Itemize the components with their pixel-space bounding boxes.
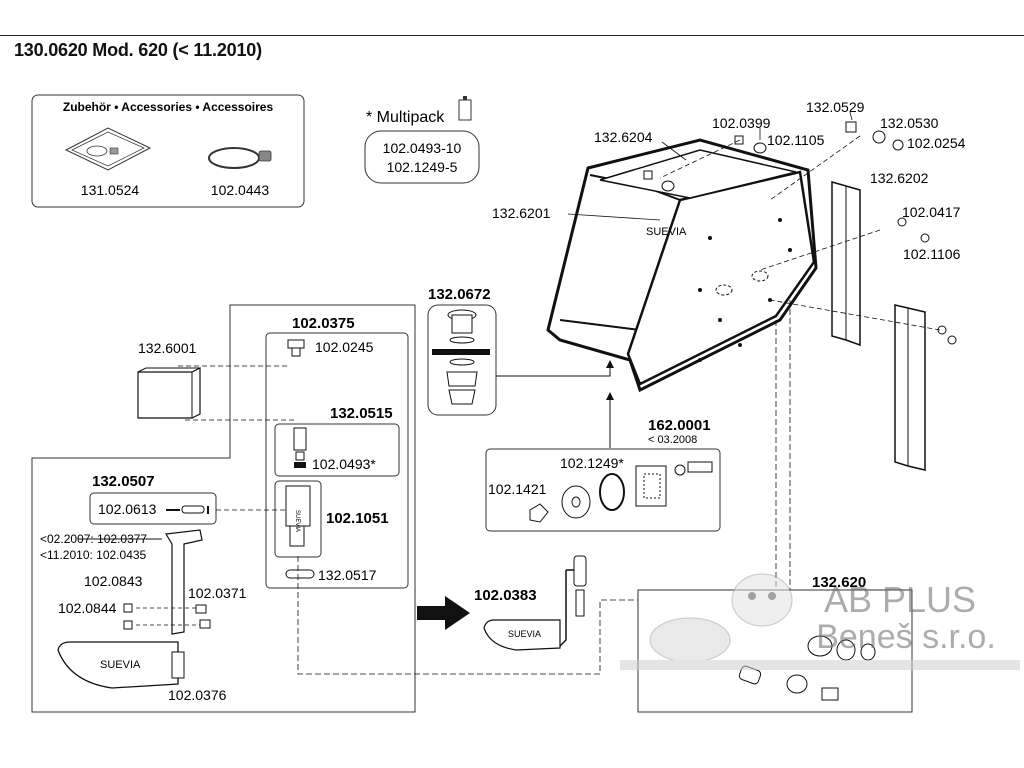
page-title: 130.0620 Mod. 620 (< 11.2010) — [14, 40, 262, 60]
assembly-frame — [31, 304, 416, 713]
label-102-0383: 102.0383 — [474, 587, 537, 604]
header-rule — [0, 35, 1024, 36]
label-102-1421: 102.1421 — [488, 481, 547, 497]
cable-ring-icon — [208, 147, 272, 169]
accessories-heading: Zubehör • Accessories • Accessoires — [63, 100, 274, 114]
watermark-line-2: Beneš s.r.o. — [816, 618, 996, 656]
package-icon — [458, 96, 472, 121]
label-132-0672: 132.0672 — [428, 286, 491, 303]
label-102-0245: 102.0245 — [315, 339, 374, 355]
bolts-top — [643, 121, 957, 345]
multipack-label: * Multipack — [366, 109, 445, 126]
housing-drawing: SUEVIA — [546, 138, 818, 393]
tap-brand: SUEVIA — [294, 510, 300, 532]
leaders-bottom — [297, 300, 791, 675]
label-132-6001: 132.6001 — [138, 340, 197, 356]
leaders-top — [567, 111, 941, 331]
label-132-0517: 132.0517 — [318, 567, 377, 583]
multipack-line-1: 102.0493-10 — [383, 140, 462, 156]
tray-brand: SUEVIA — [100, 659, 141, 671]
tray-alt-brand: SUEVIA — [508, 629, 541, 639]
label-162-0001: 162.0001 — [648, 417, 711, 434]
watermark-logo: AB PLUS Beneš s.r.o. — [620, 573, 1020, 670]
valve-stem-icon — [293, 427, 307, 468]
label-132-6202: 132.6202 — [870, 170, 929, 186]
label-132-0507: 132.0507 — [92, 473, 155, 490]
label-132-0530: 132.0530 — [880, 115, 939, 131]
label-variant-2: <11.2010: 102.0435 — [40, 548, 147, 562]
lever-icon — [165, 529, 203, 635]
tray-alt-icon: SUEVIA — [483, 555, 587, 651]
filter-parts-icon — [529, 461, 713, 523]
accessories-box: Zubehör • Accessories • Accessoires 131.… — [31, 94, 305, 208]
valve-assembly-box — [427, 304, 497, 416]
watermark-line-1: AB PLUS — [824, 579, 976, 620]
cap-icon — [287, 339, 305, 357]
tap-body-icon: SUEVIA — [285, 485, 311, 547]
mounting-plate-icon — [64, 127, 152, 171]
label-102-0843: 102.0843 — [84, 573, 143, 589]
accessory-label-1: 131.0524 — [81, 182, 140, 198]
tap-assembly-box — [265, 332, 409, 589]
label-102-0417: 102.0417 — [902, 204, 961, 220]
multipack-line-2: 102.1249-5 — [387, 159, 458, 175]
label-102-1051: 102.1051 — [326, 510, 389, 527]
drip-tray-icon: SUEVIA — [57, 641, 185, 689]
arrow-icon — [417, 596, 470, 630]
label-102-1105: 102.1105 — [767, 132, 825, 148]
label-132-620x: 132.620 — [812, 574, 866, 591]
housing-brand: SUEVIA — [646, 226, 687, 238]
filter-assembly-box — [485, 448, 721, 532]
label-102-0844: 102.0844 — [58, 600, 117, 616]
side-rails — [831, 181, 926, 471]
label-102-0613: 102.0613 — [98, 501, 157, 517]
label-102-0254: 102.0254 — [907, 135, 966, 151]
label-132-0515: 132.0515 — [330, 405, 393, 422]
label-102-0376: 102.0376 — [168, 687, 227, 703]
label-132-6201: 132.6201 — [492, 205, 551, 221]
label-102-0375: 102.0375 — [292, 315, 355, 332]
clip-icon — [285, 569, 315, 579]
label-132-0529: 132.0529 — [806, 99, 865, 115]
label-102-0493: 102.0493* — [312, 456, 376, 472]
label-162-date: < 03.2008 — [648, 434, 697, 446]
multipack-box: * Multipack 102.0493-10 102.1249-5 — [364, 96, 480, 184]
accessory-label-2: 102.0443 — [211, 182, 270, 198]
label-102-1106: 102.1106 — [903, 246, 961, 262]
label-102-0371: 102.0371 — [188, 585, 247, 601]
pin-icon — [166, 505, 209, 514]
box-part-icon — [137, 367, 201, 419]
label-102-0399: 102.0399 — [712, 115, 771, 131]
label-102-1249: 102.1249* — [560, 455, 624, 471]
label-132-6204: 132.6204 — [594, 129, 653, 145]
fitting-parts-icon — [738, 635, 876, 701]
screws-icon — [123, 603, 211, 630]
